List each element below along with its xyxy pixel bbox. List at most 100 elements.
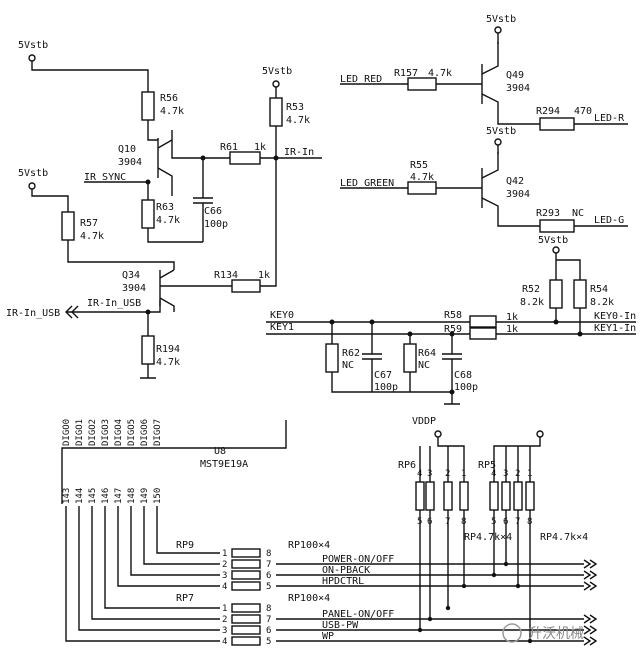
c67-ref: C67 (374, 370, 392, 381)
mcu-pin-group: DIGO0143DIGO1144DIGO2145DIGO3146DIGO4147… (62, 419, 220, 642)
wire (117, 506, 220, 587)
pack-resistor (231, 581, 261, 591)
wire (91, 506, 220, 620)
mcu-pin-number: 146 (101, 488, 111, 504)
pack-resistor (231, 603, 261, 613)
wire (143, 506, 220, 565)
c66-val: 100p (204, 219, 228, 230)
rp6-val: RP4.7k×4 (464, 532, 512, 543)
wire (31, 189, 69, 212)
resistor-r63 (141, 199, 155, 229)
wire (84, 181, 149, 200)
mcu-pin-number: 143 (62, 488, 72, 504)
pack-pin-number: 5 (266, 637, 271, 647)
resistor-r157 (407, 77, 437, 91)
resistor-r58 (469, 315, 497, 328)
mcu-pin-number: 148 (127, 488, 137, 504)
r157-val: 4.7k (428, 68, 452, 79)
pack-resistor (231, 625, 261, 635)
pack-resistor (231, 548, 261, 558)
mcu-pin-label: DIGO7 (153, 419, 163, 446)
r61-val: 1k (254, 142, 266, 153)
q49-ref: Q49 (506, 70, 524, 81)
pack-pin-number: 3 (222, 626, 227, 636)
resistor-r293 (539, 219, 575, 233)
mcu-pin-label: DIGO5 (127, 419, 137, 446)
r56-val: 4.7k (160, 106, 184, 117)
r294-ref: R294 (536, 106, 560, 117)
r54-ref: R54 (590, 284, 608, 295)
junction (427, 616, 433, 622)
mcu-pin-label: DIGO1 (75, 419, 85, 446)
supply-label: 5Vstb (262, 66, 292, 77)
watermark: 升沃机械 (528, 626, 584, 642)
key1-net: KEY1 (270, 322, 294, 333)
signal-label: PANEL-ON/OFF (322, 609, 394, 620)
rp7-val: RP100×4 (288, 593, 330, 604)
rp9-val: RP100×4 (288, 540, 330, 551)
r157-ref: R157 (394, 68, 418, 79)
supply-label: 5Vstb (18, 168, 48, 179)
wire (67, 240, 175, 270)
supply-terminal (28, 54, 36, 62)
mcu-pin-number: 147 (114, 488, 124, 504)
pack-pin-number: 7 (266, 615, 271, 625)
wire (331, 372, 452, 393)
r63-ref: R63 (156, 202, 174, 213)
key1-in-net: KEY1-In (594, 323, 636, 334)
r53-ref: R53 (286, 102, 304, 113)
q42-part: 3904 (506, 189, 530, 200)
vddp-label: VDDP (412, 416, 436, 427)
signal-label: ON-PBACK (322, 565, 370, 576)
pack-resistor (425, 481, 435, 511)
mcu-pin-label: DIGO3 (101, 419, 111, 446)
r52-val: 8.2k (520, 297, 544, 308)
q10-part: 3904 (118, 157, 142, 168)
port-arrow-icon (583, 570, 598, 580)
wire (147, 228, 203, 243)
r62-ref: R62 (342, 348, 360, 359)
pack-pin-number: 6 (266, 626, 271, 636)
supply-label: 5Vstb (486, 14, 516, 25)
r58-val: 1k (506, 312, 518, 323)
port-arrow-icon (583, 625, 598, 635)
resistor-r64 (403, 343, 417, 373)
port-arrow-icon (583, 636, 598, 646)
wire (31, 61, 149, 92)
wire (147, 120, 158, 141)
r62-val: NC (342, 360, 354, 371)
pack-resistor (489, 481, 499, 511)
pack-pin-number: 5 (266, 582, 271, 592)
mcu-ref: U8 (214, 446, 226, 457)
supply-terminal (494, 138, 502, 146)
resistor-r59 (469, 327, 497, 340)
port-arrow-icon (583, 559, 598, 569)
r57-val: 4.7k (80, 231, 104, 242)
pack-pin-number: 2 (222, 615, 227, 625)
pack-resistor (231, 636, 261, 646)
pack-resistor (415, 481, 425, 511)
supply-terminal (552, 246, 560, 254)
ground-icon (140, 364, 156, 379)
r194-val: 4.7k (156, 357, 180, 368)
junction (461, 583, 467, 589)
key0-in-net: KEY0-In (594, 311, 636, 322)
supply-terminal (536, 430, 544, 438)
mcu-pin-label: DIGO4 (114, 419, 124, 446)
supply-label: 5Vstb (18, 40, 48, 51)
led-r-net: LED-R (594, 113, 625, 124)
pack-pin-number: 8 (266, 549, 271, 559)
wire (555, 308, 581, 334)
c68-ref: C68 (454, 370, 472, 381)
r64-ref: R64 (418, 348, 436, 359)
pack-pin-number: 8 (266, 604, 271, 614)
mcu-pin-label: DIGO6 (140, 419, 150, 446)
wire (148, 300, 161, 313)
pack-resistor (513, 481, 523, 511)
pack-pin-number: 6 (266, 571, 271, 581)
q34-part: 3904 (122, 283, 146, 294)
pack-pin-number: 1 (222, 604, 227, 614)
ir-in-usb-net: IR-In_USB (87, 298, 141, 309)
output-arrow-group (583, 559, 598, 646)
resistor-r52 (549, 279, 563, 309)
